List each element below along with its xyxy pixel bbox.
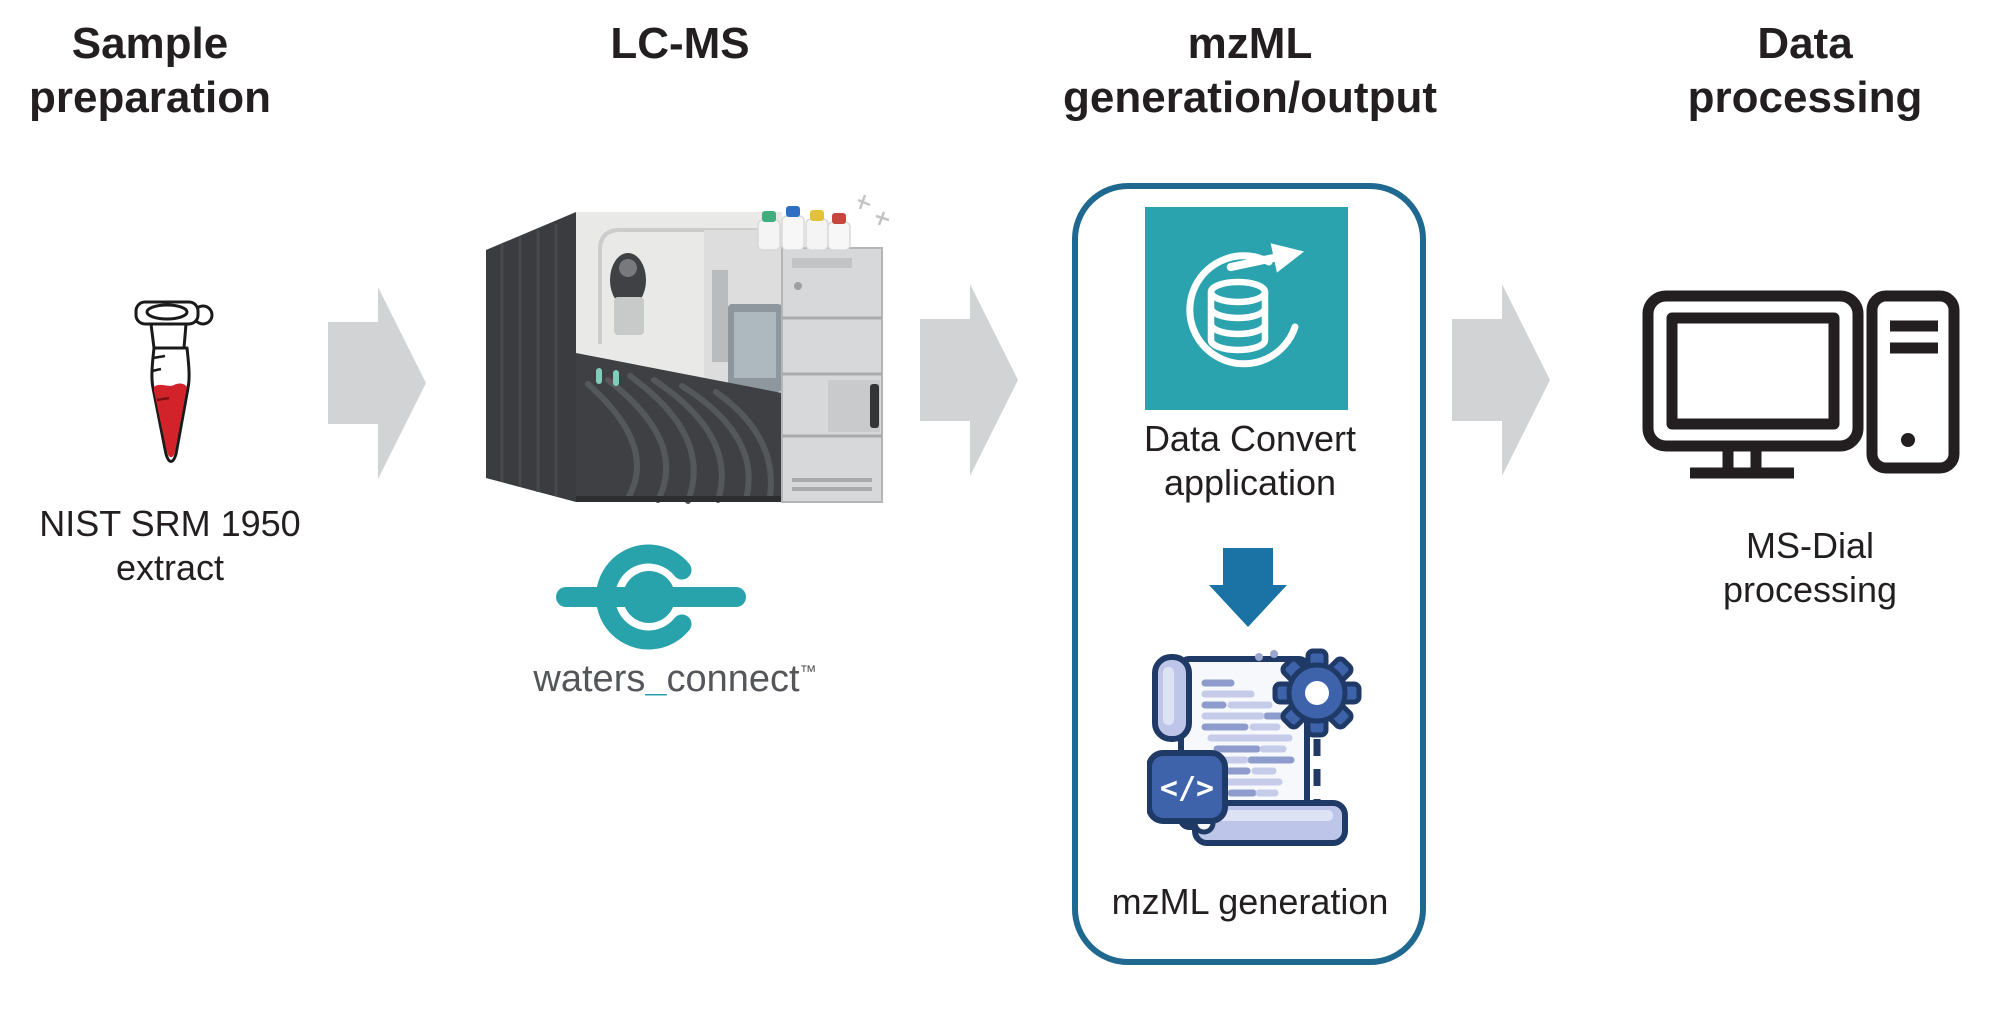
- title-line: LC-MS: [610, 19, 750, 68]
- title-line: generation/output: [1063, 73, 1437, 122]
- caption-mzml-generation: mzML generation: [1085, 880, 1415, 924]
- waters-connect-logo-icon: [556, 544, 746, 650]
- title-line: mzML: [1187, 19, 1313, 68]
- caption-line: extract: [115, 547, 225, 588]
- flow-arrow-icon: [1452, 284, 1550, 476]
- caption-data-convert: Data Convert application: [1095, 417, 1405, 505]
- microcentrifuge-tube-icon: [134, 300, 214, 463]
- caption-line: NIST SRM 1950: [39, 503, 301, 544]
- caption-line: mzML generation: [1111, 881, 1389, 922]
- caption-ms-dial: MS-Dial processing: [1655, 524, 1965, 612]
- trademark-symbol: ™: [799, 662, 817, 681]
- tube-red-liquid: [154, 383, 187, 458]
- title-line: preparation: [28, 73, 272, 122]
- code-badge-icon: </>: [1147, 750, 1228, 824]
- down-arrow-icon: [1209, 548, 1287, 627]
- computer-icon: [1642, 290, 1960, 479]
- step-title-data-processing: Data processing: [1650, 17, 1960, 125]
- code-glyph: </>: [1160, 771, 1214, 806]
- data-convert-app-icon: [1145, 207, 1348, 410]
- waters-connect-wordmark: waters_connect™: [505, 649, 845, 702]
- title-line: Data: [1757, 19, 1853, 68]
- caption-line: MS-Dial: [1745, 525, 1874, 566]
- lc-ms-instrument-photo: [486, 194, 890, 504]
- title-line: processing: [1687, 73, 1923, 122]
- database-convert-glyph: [1185, 242, 1304, 367]
- title-line: Sample: [71, 19, 229, 68]
- step-title-sample-preparation: Sample preparation: [0, 17, 300, 125]
- caption-line: application: [1163, 462, 1337, 503]
- connect-word: connect: [666, 658, 800, 700]
- caption-sample: NIST SRM 1950 extract: [10, 502, 330, 590]
- waters-underscore: _: [645, 658, 667, 700]
- mzml-document-icon: </>: [1147, 648, 1362, 846]
- step-title-mzml-generation-output: mzML generation/output: [1040, 17, 1460, 125]
- flow-arrow-icon: [328, 287, 426, 479]
- caption-line: processing: [1722, 569, 1898, 610]
- flow-arrow-icon: [920, 284, 1018, 476]
- caption-line: Data Convert: [1143, 418, 1357, 459]
- gear-icon: [1272, 648, 1362, 738]
- step-title-lc-ms: LC-MS: [530, 17, 830, 71]
- waters-word: waters: [533, 658, 646, 700]
